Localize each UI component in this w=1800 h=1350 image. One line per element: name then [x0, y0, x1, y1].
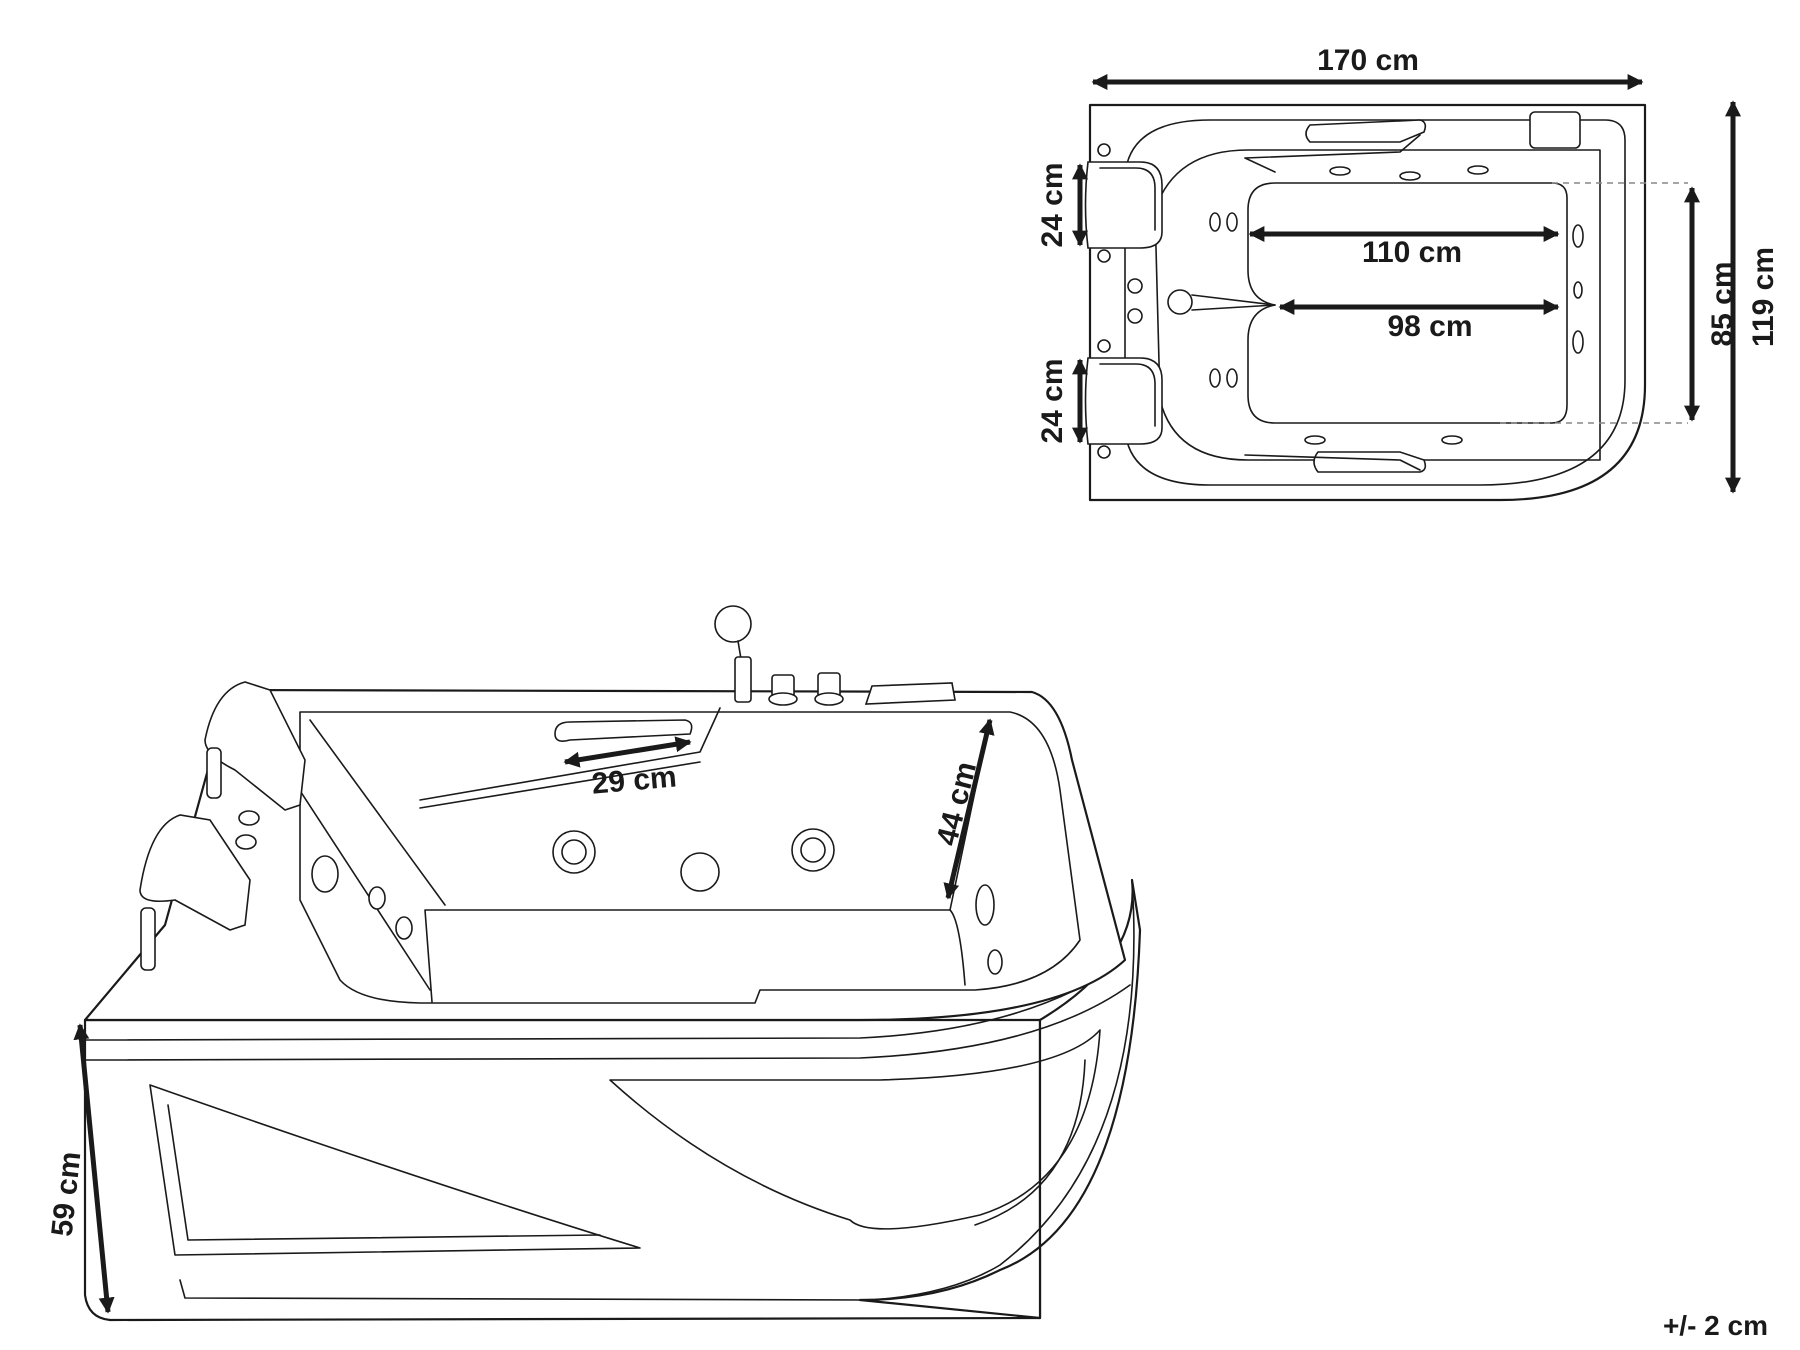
headrest-top-label: 24 cm: [1036, 162, 1069, 247]
inner-length-label: 110 cm: [1362, 236, 1462, 269]
outer-height-label: 59 cm: [46, 1150, 88, 1238]
top-view-dimensions: 170 cm 110 cm 98 cm 119 cm 85 cm 24 cm 2…: [1036, 44, 1780, 494]
inner-height-dimension-line: [943, 718, 995, 900]
inner-depth-label: 85 cm: [1706, 261, 1739, 346]
tolerance-label: +/- 2 cm: [1663, 1310, 1768, 1341]
width-label: 170 cm: [1317, 44, 1419, 77]
headrest-bottom-label: 24 cm: [1036, 358, 1069, 443]
outer-height-dimension-line: [73, 1023, 115, 1314]
inner-length-lower-label: 98 cm: [1387, 310, 1472, 343]
perspective-view-dimensions: 29 cm 44 cm 59 cm: [46, 718, 995, 1314]
perspective-view-drawing: [83, 605, 1142, 1322]
armrest-label: 29 cm: [590, 760, 678, 800]
depth-label: 119 cm: [1747, 247, 1780, 347]
armrest-dimension-line: [563, 736, 692, 768]
top-view-drawing: [1084, 103, 1688, 502]
